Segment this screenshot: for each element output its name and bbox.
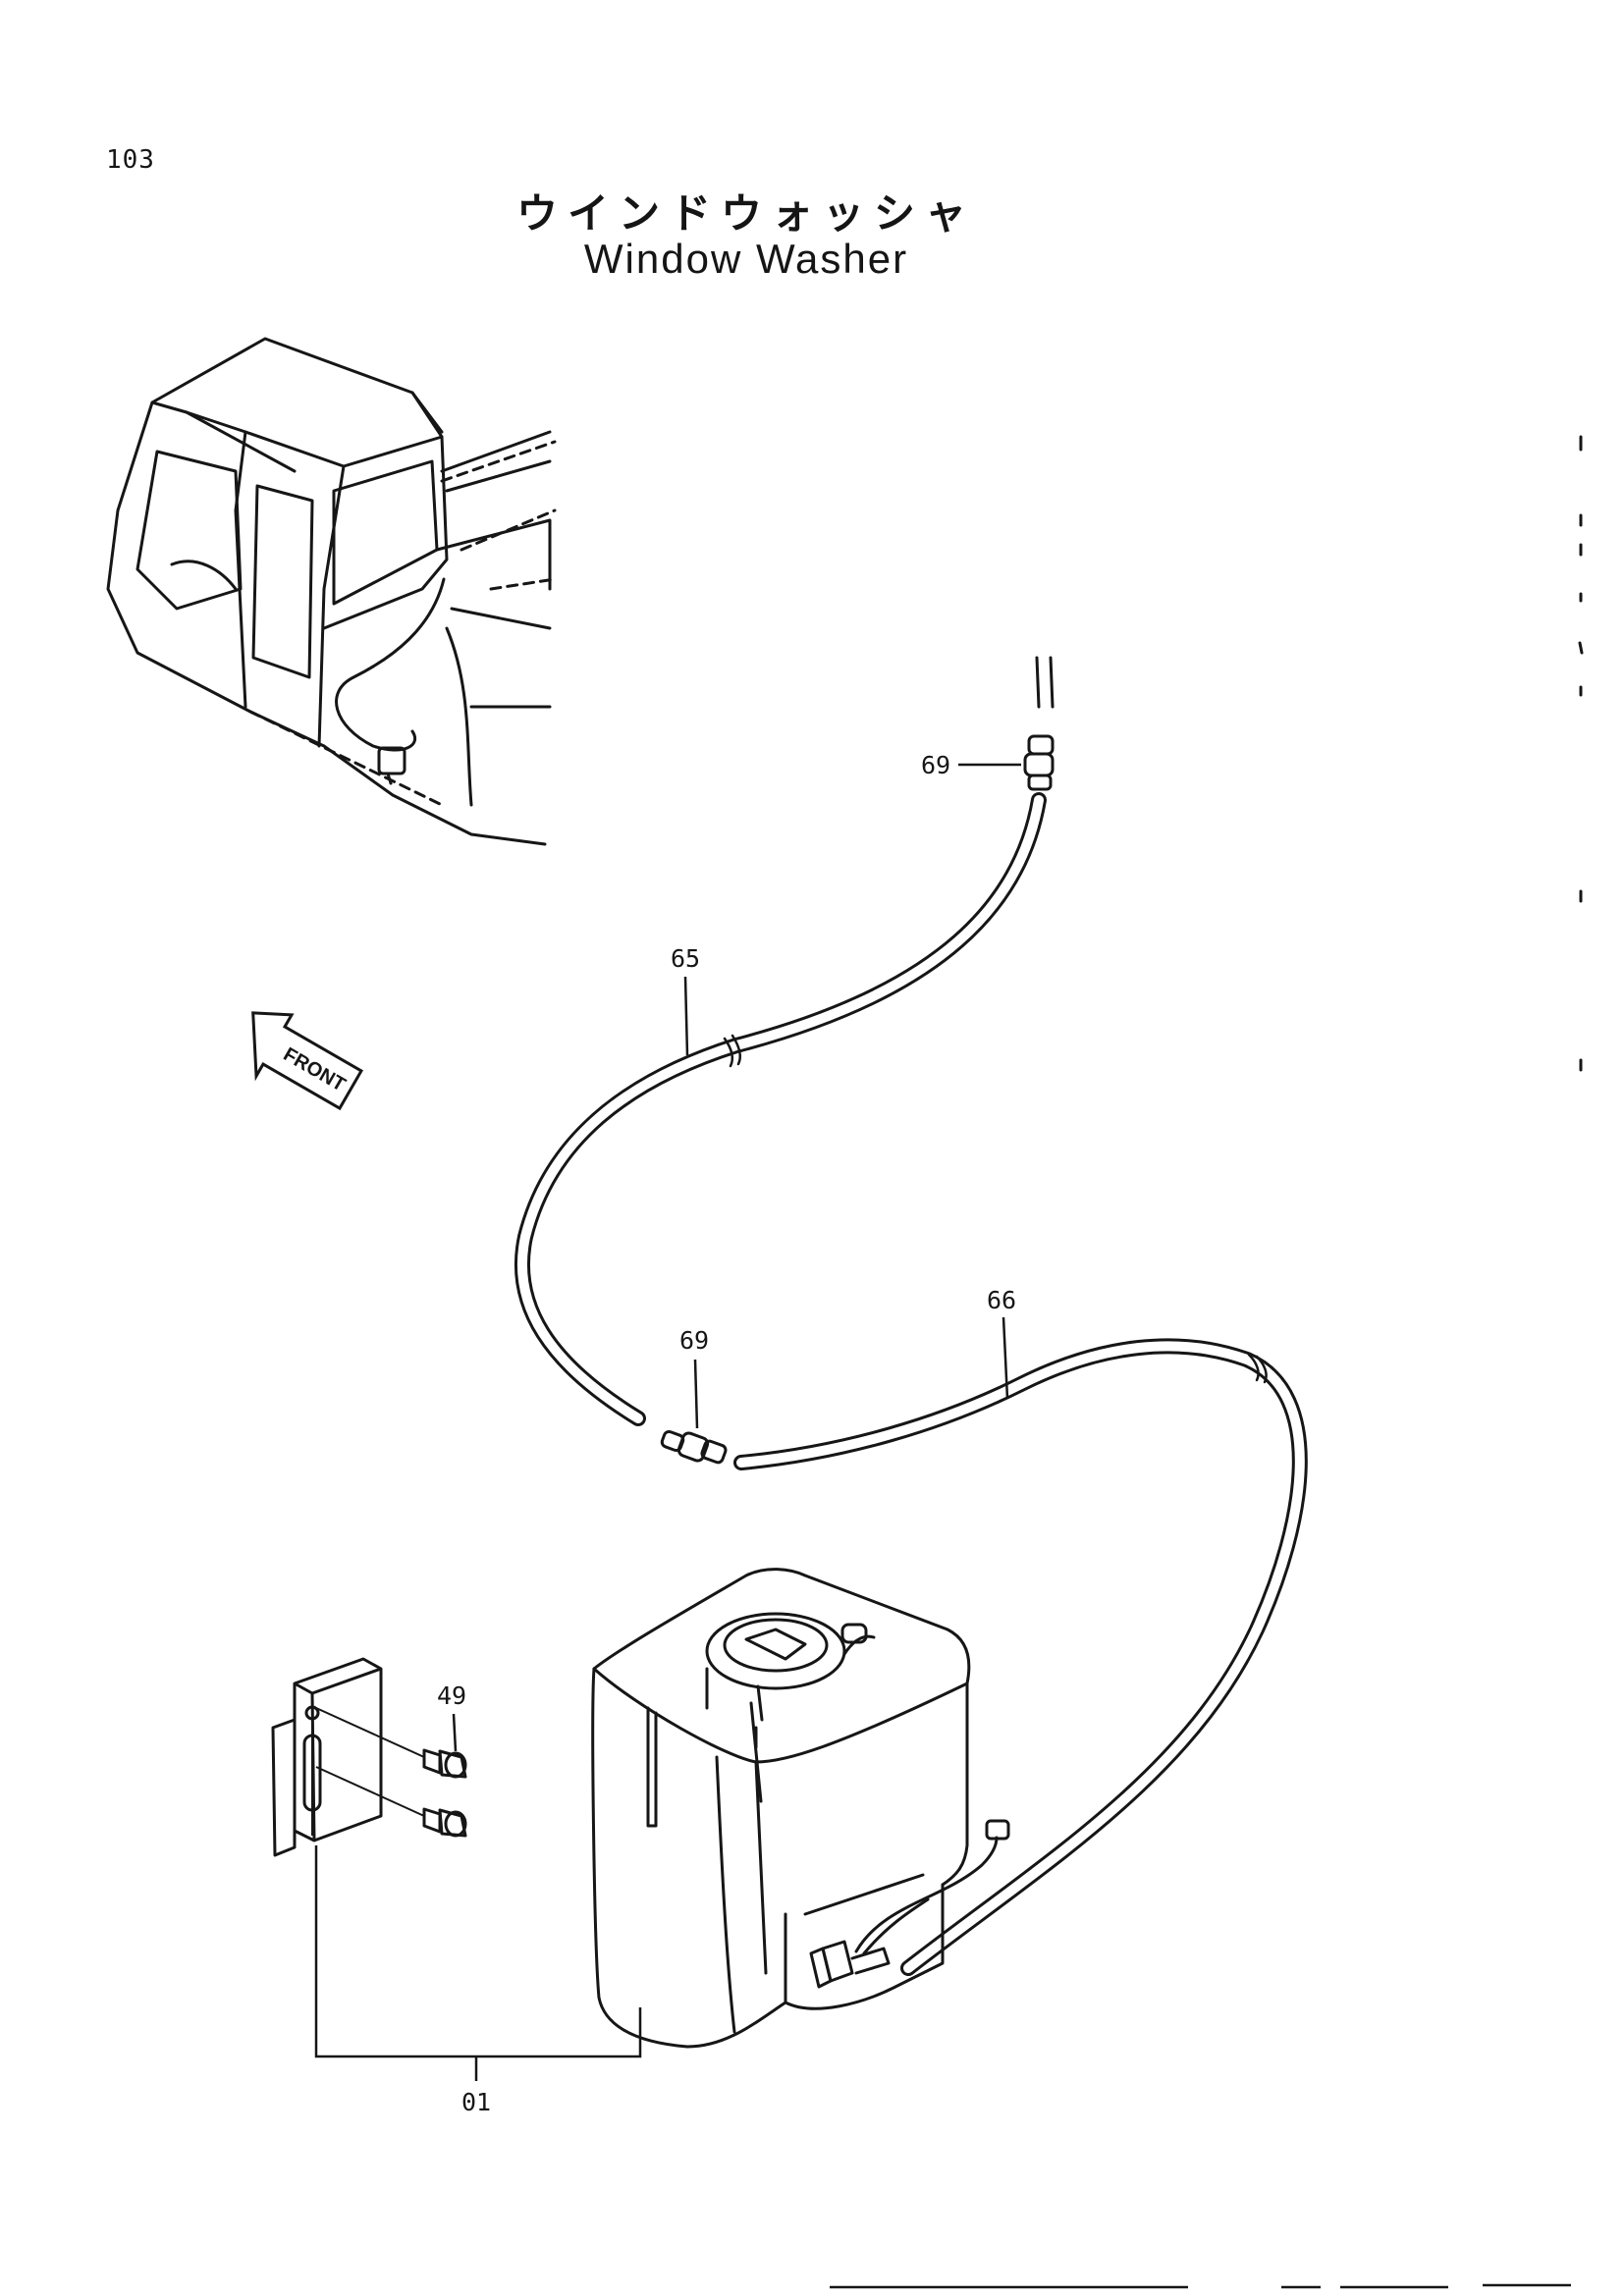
hose-65 <box>514 792 1047 1426</box>
callout-label: 65 <box>671 944 700 973</box>
callout-label: 01 <box>461 2088 491 2116</box>
callout-tank-assembly: 01 <box>461 2088 491 2116</box>
hose-66 <box>733 1338 1308 1976</box>
page-title-english: Window Washer <box>583 236 909 282</box>
callout-bolts: 49 <box>437 1682 466 1752</box>
scan-edge-marks <box>1578 435 1584 1072</box>
callout-label: 69 <box>921 751 950 779</box>
cab-illustration <box>106 337 557 846</box>
callout-label: 69 <box>679 1326 709 1355</box>
nozzle-joint-lower-part <box>660 1429 728 1465</box>
callout-hose-65: 65 <box>671 944 700 1056</box>
bolts-pair <box>315 1707 467 1838</box>
assembly-leader-line <box>314 1845 642 2081</box>
callout-label: 66 <box>987 1286 1016 1314</box>
page-title-japanese: ウインドウォッシャ <box>515 189 976 238</box>
front-direction-arrow: FRONT <box>251 1011 364 1111</box>
page-number: 103 <box>106 145 155 175</box>
callout-nozzle-joint-lower: 69 <box>679 1326 709 1429</box>
callout-label: 49 <box>437 1682 466 1710</box>
nozzle-joint-upper-part <box>1023 656 1055 791</box>
footer-rules <box>830 2283 1571 2289</box>
callout-nozzle-joint-upper: 69 <box>921 751 1021 779</box>
callout-hose-66: 66 <box>987 1286 1016 1400</box>
washer-tank <box>591 1568 1010 2049</box>
mounting-bracket <box>271 1657 383 1857</box>
